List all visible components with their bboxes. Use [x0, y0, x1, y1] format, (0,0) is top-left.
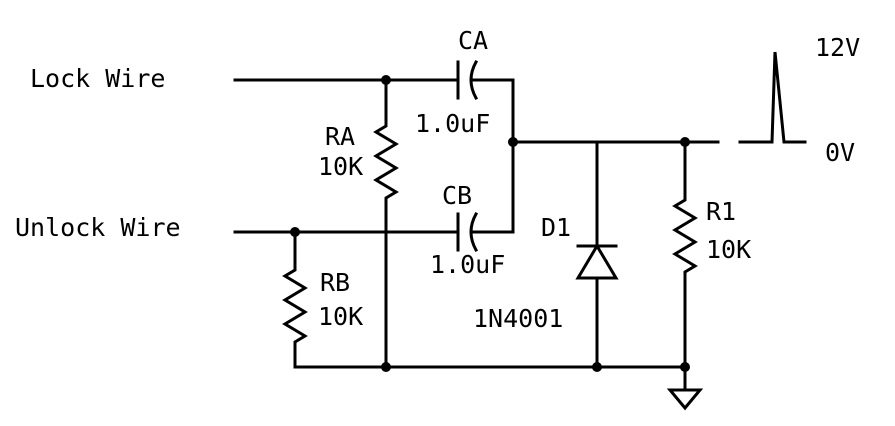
resistor-r1 [672, 140, 698, 369]
unlock-wire-label: Unlock Wire [15, 213, 181, 242]
pulse-high-label: 12V [815, 33, 860, 62]
ca-value-label: 1.0uF [415, 109, 490, 138]
junction-dot [381, 362, 391, 372]
rb-value-label: 10K [318, 302, 363, 331]
d1-ref-label: D1 [541, 213, 571, 242]
junction-dot [508, 137, 518, 147]
r1-value-label: 10K [706, 235, 751, 264]
ca-ref-label: CA [458, 26, 488, 55]
d1-value-label: 1N4001 [473, 304, 563, 333]
ground-symbol [666, 365, 704, 411]
resistor-rb [282, 230, 308, 369]
cb-ref-label: CB [442, 181, 472, 210]
junction-dot [680, 362, 690, 372]
ra-value-label: 10K [318, 152, 363, 181]
junction-dot [680, 137, 690, 147]
pulse-low-label: 0V [825, 138, 855, 167]
junction-dot [592, 362, 602, 372]
resistor-ra [373, 78, 399, 369]
diode-d1 [575, 140, 619, 369]
rb-ref-label: RB [320, 268, 350, 297]
junction-dot [381, 75, 391, 85]
output-pulse-waveform [738, 51, 807, 144]
r1-ref-label: R1 [706, 197, 736, 226]
capacitor-cb [456, 211, 515, 253]
junction-dot [290, 227, 300, 237]
cb-value-label: 1.0uF [430, 250, 505, 279]
lock-wire-label: Lock Wire [30, 64, 165, 93]
capacitor-ca [456, 59, 515, 101]
ra-ref-label: RA [325, 122, 355, 151]
